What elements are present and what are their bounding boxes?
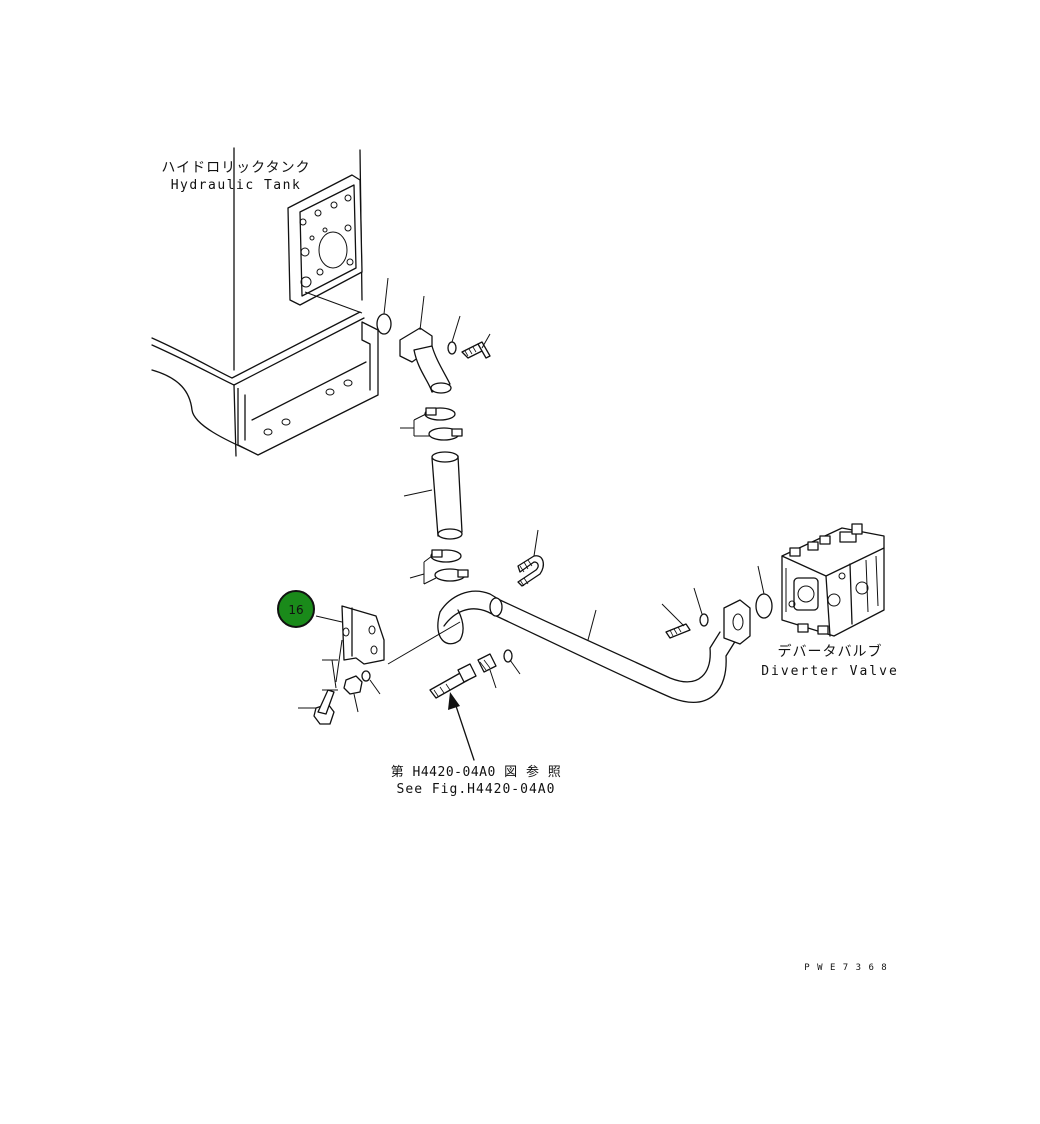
callout-number: 16 [288,603,303,617]
tank-outlet-assembly [376,277,491,585]
main-pipe [387,529,773,703]
reference-label-jp: 第 H4420-04A0 図 参 照 [391,764,562,780]
drawing-code: P W E 7 3 6 8 [804,963,887,973]
callout-16[interactable]: 16 [277,590,315,628]
mounting-bracket [298,605,385,725]
hydraulic-tank-label-jp: ハイドロリックタンク [161,160,310,176]
hydraulic-tank-label-en: Hydraulic Tank [171,178,302,193]
diverter-valve [781,523,885,637]
diverter-valve-label-en: Diverter Valve [761,664,899,679]
callout-circle[interactable] [277,590,315,628]
hydraulic-tank [151,147,379,457]
reference-label-en: See Fig.H4420-04A0 [397,782,556,797]
reference-fittings [429,649,521,761]
diverter-valve-label-jp: デバータバルブ [778,643,883,660]
